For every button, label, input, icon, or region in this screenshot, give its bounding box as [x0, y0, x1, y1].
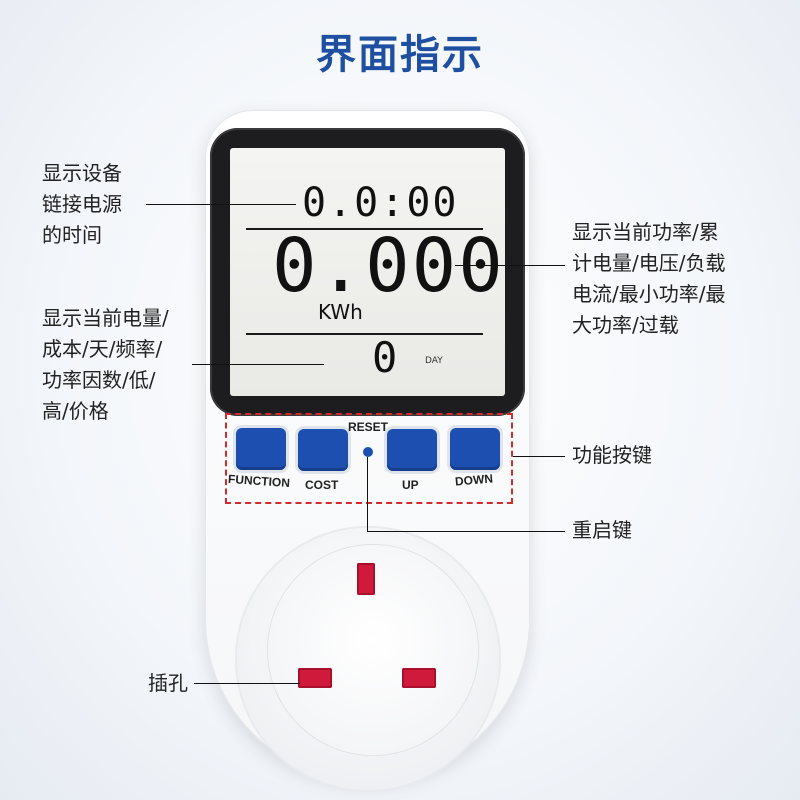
function-button[interactable]	[236, 428, 286, 470]
leader-power	[455, 265, 565, 266]
neutral-pin-slot	[402, 668, 436, 688]
annotation-time: 显示设备 链接电源 的时间	[42, 158, 122, 251]
annotation-power-line: 大功率/过载	[572, 313, 679, 337]
reset-button[interactable]	[363, 447, 373, 457]
annotation-function-keys: 功能按键	[572, 443, 652, 467]
lcd-day-label: DAY	[425, 356, 443, 366]
cost-button[interactable]	[298, 429, 348, 471]
lcd-main-readout: 0.000	[272, 223, 505, 309]
leader-reset-vertical	[367, 457, 368, 531]
annotation-time-line: 链接电源	[42, 192, 122, 216]
reset-label: RESET	[348, 420, 389, 434]
annotation-power-line: 显示当前功率/累	[572, 220, 719, 244]
annotation-energy-line: 功率因数/低/	[42, 368, 156, 392]
up-button[interactable]	[387, 429, 437, 471]
lcd-unit-label: KWh	[318, 300, 363, 324]
lcd-divider-bottom	[246, 333, 483, 335]
leader-reset	[367, 531, 565, 532]
annotation-time-line: 的时间	[42, 223, 102, 247]
annotation-energy-line: 高/价格	[42, 399, 109, 423]
function-keys-highlight	[225, 413, 513, 504]
annotation-time-line: 显示设备	[42, 161, 122, 185]
down-button[interactable]	[450, 428, 500, 470]
up-button-label: UP	[402, 478, 419, 492]
cost-button-label: COST	[305, 478, 339, 492]
leader-time	[146, 204, 296, 205]
annotation-reset: 重启键	[572, 518, 632, 542]
leader-energy	[192, 364, 324, 365]
earth-pin-slot	[357, 563, 375, 595]
annotation-power: 显示当前功率/累 计电量/电压/负载 电流/最小功率/最 大功率/过载	[572, 217, 725, 341]
lcd-day-value: 0	[372, 333, 398, 382]
lcd-screen	[230, 148, 505, 396]
annotation-socket: 插孔	[148, 671, 188, 695]
annotation-energy: 显示当前电量/ 成本/天/频率/ 功率因数/低/ 高/价格	[42, 303, 169, 427]
lcd-time-readout: 0.0:00	[302, 180, 459, 226]
lcd-divider-top	[246, 228, 483, 230]
page-title: 界面指示	[316, 32, 484, 78]
leader-socket	[194, 683, 300, 684]
annotation-energy-line: 成本/天/频率/	[42, 337, 163, 361]
annotation-power-line: 计电量/电压/负载	[572, 251, 726, 275]
leader-function-keys	[513, 456, 565, 457]
annotation-energy-line: 显示当前电量/	[42, 306, 169, 330]
annotation-power-line: 电流/最小功率/最	[572, 282, 726, 306]
live-pin-slot	[298, 668, 332, 688]
